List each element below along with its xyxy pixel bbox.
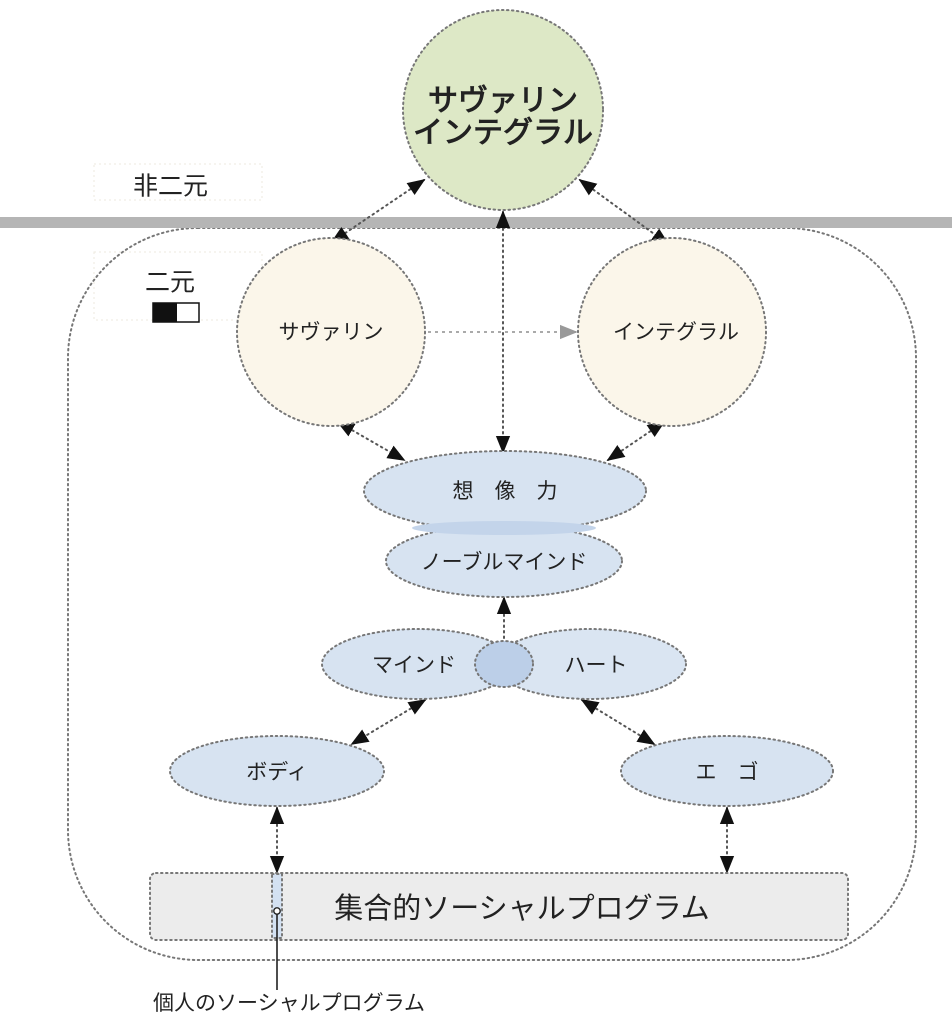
node-integral-label: インテグラル (613, 320, 739, 344)
node-integral[interactable]: インテグラル (577, 237, 767, 427)
node-body-label: ボディ (246, 760, 308, 784)
individual-social-program-label: 個人のソーシャルプログラム (153, 991, 425, 1015)
node-sovereign-integral-line1: サヴァリン (428, 84, 578, 119)
node-noble-mind[interactable] (385, 524, 623, 598)
individual-social-program-pointer-end (273, 907, 281, 915)
node-sovereign-integral-line2: インテグラル (413, 116, 593, 151)
imagination-noble-overlap (412, 521, 596, 535)
edge-sovereign-imagination (336, 421, 406, 461)
edge-heart-ego (580, 699, 656, 745)
node-collective-social-program[interactable]: 集合的ソーシャルプログラム (149, 872, 849, 941)
node-imagination[interactable] (363, 450, 647, 532)
node-heart-label: ハート (565, 653, 628, 677)
node-sovereign-label: サヴァリン (279, 320, 384, 344)
edge-si-sovereign (330, 178, 426, 244)
dual-toggle-icon (152, 302, 200, 323)
node-sovereign-integral[interactable]: サヴァリン インテグラル (402, 9, 604, 211)
node-noble-mind-label: ノーブルマインド (421, 550, 588, 574)
node-ego[interactable]: エ ゴ (620, 735, 834, 807)
node-imagination-label: 想 像 力 (453, 479, 558, 503)
mind-heart-overlap (474, 640, 534, 688)
non-dual-label-box (93, 163, 263, 201)
node-collective-social-program-label: 集合的ソーシャルプログラム (334, 891, 710, 925)
edge-si-integral (578, 178, 670, 246)
edge-mind-body (350, 699, 427, 745)
node-ego-label: エ ゴ (696, 760, 759, 784)
node-sovereign[interactable]: サヴァリン (236, 237, 426, 427)
node-mind-label: マインド (372, 653, 456, 677)
node-body[interactable]: ボディ (169, 735, 385, 807)
non-dual-label: 非二元 (133, 172, 208, 201)
dual-divider-bar (0, 217, 952, 228)
edge-integral-imagination (606, 420, 666, 462)
dual-label: 二元 (145, 268, 195, 297)
